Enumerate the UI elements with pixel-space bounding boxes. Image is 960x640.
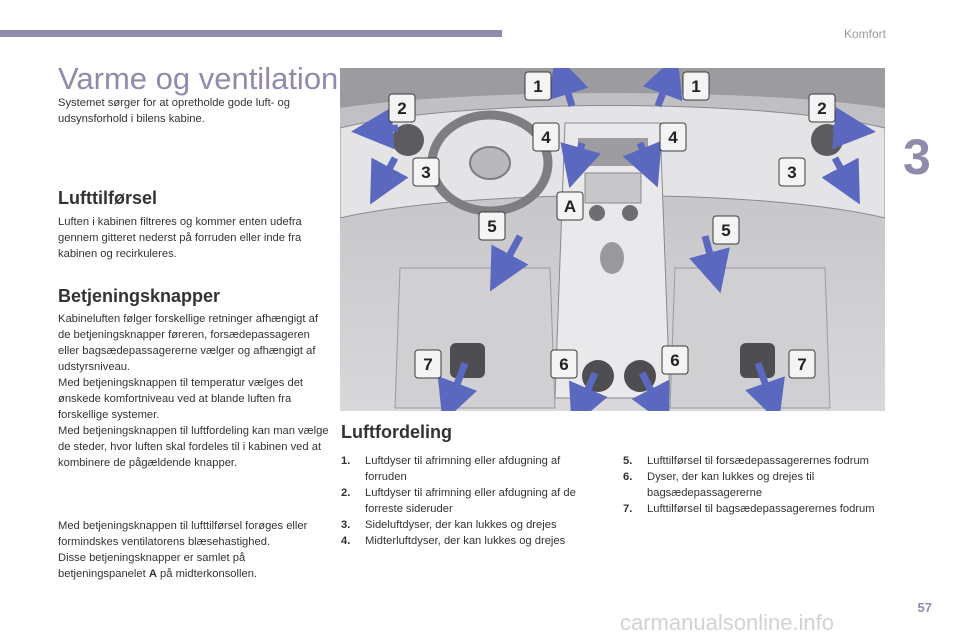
rear-floor-vent-left <box>450 343 485 378</box>
label-7-left: 7 <box>423 355 432 374</box>
label-4-right: 4 <box>668 128 678 147</box>
lufttilforsel-text: Luften i kabinen filtreres og kommer ent… <box>58 216 302 260</box>
label-a: A <box>564 197 576 216</box>
label-1-right: 1 <box>691 77 700 96</box>
label-5-right: 5 <box>721 221 730 240</box>
chapter-number: 3 <box>903 129 931 185</box>
knob-right <box>622 205 638 221</box>
vent-left <box>392 124 424 156</box>
label-5-left: 5 <box>487 217 496 236</box>
list-item: 1.Luftdyser til afrimning eller afdugnin… <box>341 455 561 483</box>
steering-hub <box>469 146 511 180</box>
dashboard-illustration: 1 1 2 2 3 3 4 4 A 5 5 6 6 7 7 <box>340 68 885 411</box>
label-2-right: 2 <box>817 99 826 118</box>
list-item: 3.Sideluftdyser, der kan lukkes og dreje… <box>341 519 557 531</box>
gear-lever <box>600 242 624 274</box>
seat-left <box>394 267 556 409</box>
panel-a-ref: A <box>148 568 157 580</box>
heading-lufttilforsel: Lufttilførsel <box>58 188 157 208</box>
list-item: 7.Lufttilførsel til bagsædepassagerernes… <box>623 503 875 515</box>
header-bar <box>0 30 502 37</box>
vent-labels: 1 1 2 2 3 3 4 4 A 5 5 6 6 7 7 <box>388 71 836 379</box>
knob-left <box>589 205 605 221</box>
center-vents <box>578 138 648 166</box>
heading-luftfordeling: Luftfordeling <box>341 422 452 442</box>
heading-betjening: Betjeningsknapper <box>58 286 221 306</box>
list-item: 2.Luftdyser til afrimning eller afdugnin… <box>341 487 576 515</box>
list-item: 6.Dyser, der kan lukkes og drejes til ba… <box>623 471 815 499</box>
label-1-left: 1 <box>533 77 542 96</box>
seat-right <box>669 267 831 409</box>
list-item: 5.Lufttilførsel til forsædepassagerernes… <box>623 455 869 467</box>
label-3-right: 3 <box>787 163 796 182</box>
label-6-right: 6 <box>670 351 679 370</box>
label-2-left: 2 <box>397 99 406 118</box>
label-3-left: 3 <box>421 163 430 182</box>
windshield <box>340 68 885 108</box>
airflow-arrows <box>351 68 876 411</box>
radio-panel <box>584 172 642 204</box>
page-number: 57 <box>917 600 932 615</box>
label-7-right: 7 <box>797 355 806 374</box>
watermark: carmanualsonline.info <box>620 610 835 635</box>
section-label: Komfort <box>843 27 886 41</box>
list-item: 4.Midterluftdyser, der kan lukkes og dre… <box>341 535 566 547</box>
label-4-left: 4 <box>541 128 551 147</box>
betjening-text: Kabineluften følger forskellige retninge… <box>58 313 329 469</box>
vent-list-right: 5.Lufttilførsel til forsædepassagerernes… <box>623 453 878 517</box>
label-6-left: 6 <box>559 355 568 374</box>
intro-text: Systemet sørger for at opretholde gode l… <box>58 97 290 125</box>
rear-floor-vent-right <box>740 343 775 378</box>
page-title: Varme og ventilation <box>58 61 339 96</box>
vent-list-left: 1.Luftdyser til afrimning eller afdugnin… <box>341 453 603 549</box>
betjening-text-2: Med betjeningsknappen til lufttilførsel … <box>58 520 308 580</box>
